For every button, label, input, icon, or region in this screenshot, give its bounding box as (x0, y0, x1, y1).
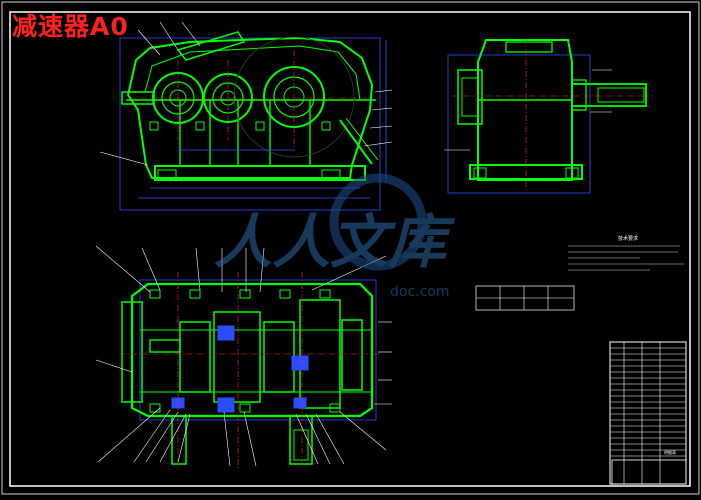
watermark-url: doc.com (390, 284, 450, 300)
plan-view-dimension-box (139, 279, 377, 421)
bearing-5 (293, 397, 307, 409)
watermark-logo-circle (329, 173, 427, 271)
drawing-title: 减速器A0 (12, 12, 129, 41)
watermark: 人人文库 doc.com (214, 173, 456, 300)
tech-requirements: 技术要求 (568, 235, 684, 271)
characteristics-table (475, 285, 575, 311)
front-view-dimension-box (119, 37, 381, 211)
side-housing (477, 39, 573, 181)
plan-housing (130, 282, 374, 418)
output-shaft (571, 83, 647, 107)
parts-list: 明细表 (609, 341, 687, 485)
side-view (444, 38, 652, 194)
tech-requirements-heading: 技术要求 (618, 235, 638, 242)
side-view-dimension-box (447, 54, 591, 194)
parts-list-header: 明细表 (664, 449, 676, 455)
drawing-frame (9, 11, 691, 487)
bearing-1 (217, 325, 235, 341)
housing-base (154, 165, 366, 181)
housing-cover (126, 36, 374, 179)
bearing-2 (217, 397, 235, 413)
front-view (99, 21, 393, 211)
plan-view (95, 245, 392, 470)
watermark-logo-text: 人人文库 (214, 208, 456, 276)
bearing-3 (291, 355, 309, 371)
